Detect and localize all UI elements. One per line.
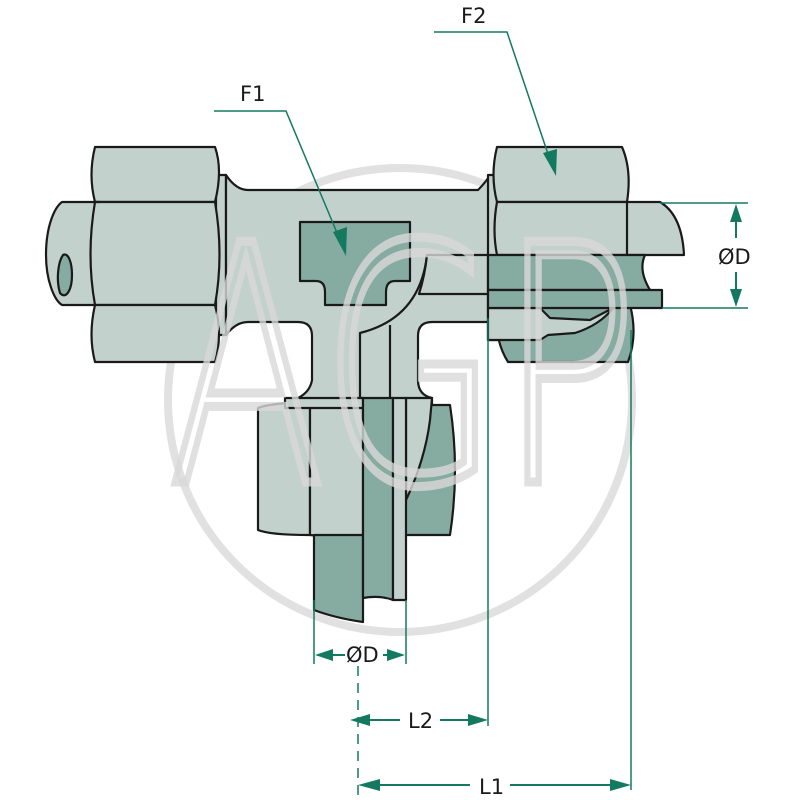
compression-ring (486, 306, 615, 342)
callout-f1: F1 (214, 82, 347, 256)
callout-f2: F2 (434, 4, 557, 176)
dimension-od-right: ØD (660, 202, 751, 309)
dimension-od-bottom: ØD (313, 600, 407, 667)
label-od-right: ØD (718, 245, 751, 269)
label-f2: F2 (461, 4, 486, 28)
left-pipe (44, 200, 97, 307)
label-l1: L1 (479, 775, 504, 799)
left-pipe-bore (56, 253, 74, 297)
watermark-text: AGP (168, 176, 638, 560)
label-od-bottom: ØD (346, 643, 379, 667)
watermark-circle (164, 164, 636, 636)
dimension-l1: L1 (358, 775, 631, 799)
left-nut (89, 145, 228, 364)
right-pipe (486, 200, 686, 310)
bottom-pipe (312, 396, 408, 624)
watermark (164, 164, 636, 636)
tee-symbol (298, 220, 412, 307)
label-l2: L2 (408, 709, 433, 733)
dimension-l2: L2 (350, 709, 488, 733)
bottom-nut (256, 396, 457, 540)
tee-body (224, 173, 492, 417)
label-f1: F1 (240, 82, 265, 106)
